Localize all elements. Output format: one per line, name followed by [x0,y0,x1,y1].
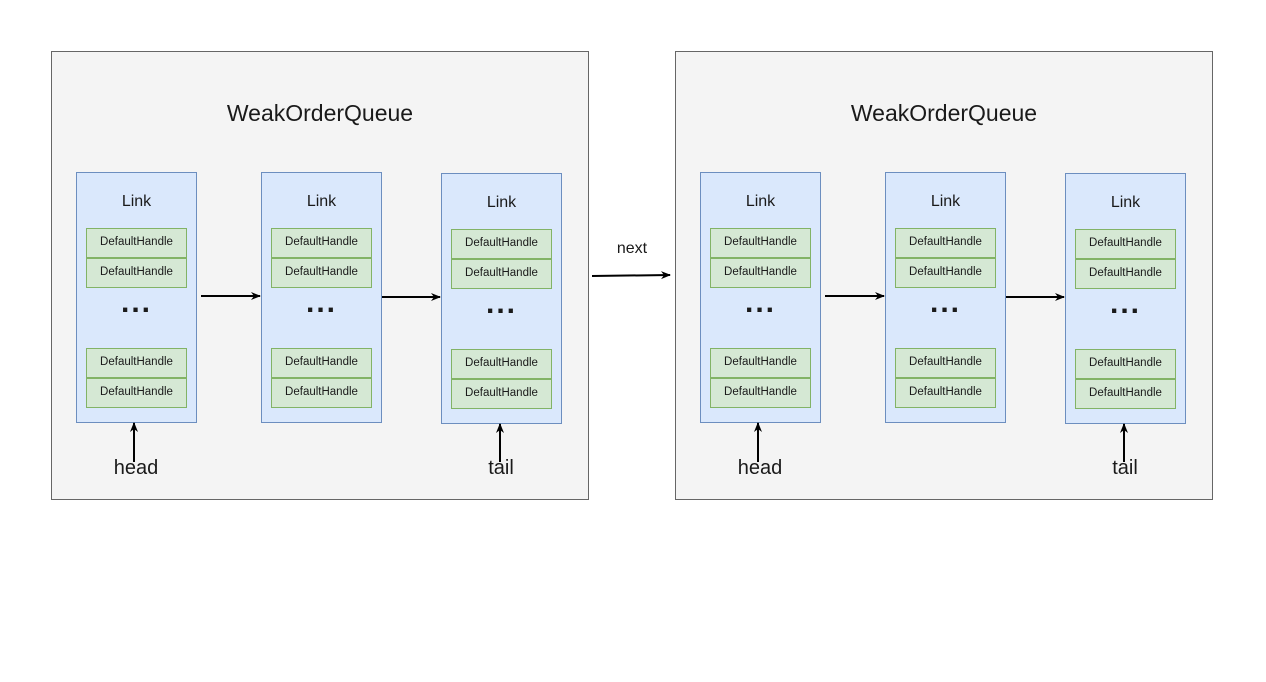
default-handle: DefaultHandle [895,378,996,408]
default-handle: DefaultHandle [271,348,372,378]
tail-label: tail [1112,457,1138,479]
default-handle: DefaultHandle [1075,349,1176,379]
next-arrow [591,271,671,280]
link-title: Link [121,193,152,210]
link-title: Link [745,193,776,210]
default-handle: DefaultHandle [451,229,552,259]
default-handle: DefaultHandle [710,348,811,378]
default-handle: DefaultHandle [271,378,372,408]
link-title: Link [1110,194,1141,211]
default-handle: DefaultHandle [1075,229,1176,259]
ellipsis: ... [744,286,776,319]
default-handle: DefaultHandle [271,258,372,288]
default-handle: DefaultHandle [710,228,811,258]
default-handle: DefaultHandle [86,258,187,288]
ellipsis: ... [485,287,517,320]
ellipsis: ... [929,286,961,319]
next-label: next [616,240,648,257]
default-handle: DefaultHandle [451,349,552,379]
link-node: Link DefaultHandle DefaultHandle ... Def… [441,173,562,424]
default-handle: DefaultHandle [451,379,552,409]
default-handle: DefaultHandle [271,228,372,258]
head-label: head [737,457,783,479]
queue-title: WeakOrderQueue [226,100,414,126]
queue-title: WeakOrderQueue [850,100,1038,126]
default-handle: DefaultHandle [710,258,811,288]
link-node: Link DefaultHandle DefaultHandle ... Def… [1065,173,1186,424]
link-title: Link [486,194,517,211]
link-node: Link DefaultHandle DefaultHandle ... Def… [885,172,1006,423]
link-node: Link DefaultHandle DefaultHandle ... Def… [261,172,382,423]
default-handle: DefaultHandle [86,378,187,408]
ellipsis: ... [1109,287,1141,320]
head-label: head [113,457,159,479]
link-title: Link [306,193,337,210]
default-handle: DefaultHandle [895,258,996,288]
link-title: Link [930,193,961,210]
default-handle: DefaultHandle [1075,379,1176,409]
ellipsis: ... [120,286,152,319]
default-handle: DefaultHandle [710,378,811,408]
default-handle: DefaultHandle [86,348,187,378]
default-handle: DefaultHandle [451,259,552,289]
default-handle: DefaultHandle [86,228,187,258]
default-handle: DefaultHandle [895,348,996,378]
ellipsis: ... [305,286,337,319]
default-handle: DefaultHandle [895,228,996,258]
default-handle: DefaultHandle [1075,259,1176,289]
tail-label: tail [488,457,514,479]
weak-order-queue-1: WeakOrderQueue Link DefaultHandle Defaul… [51,51,589,500]
link-node: Link DefaultHandle DefaultHandle ... Def… [700,172,821,423]
